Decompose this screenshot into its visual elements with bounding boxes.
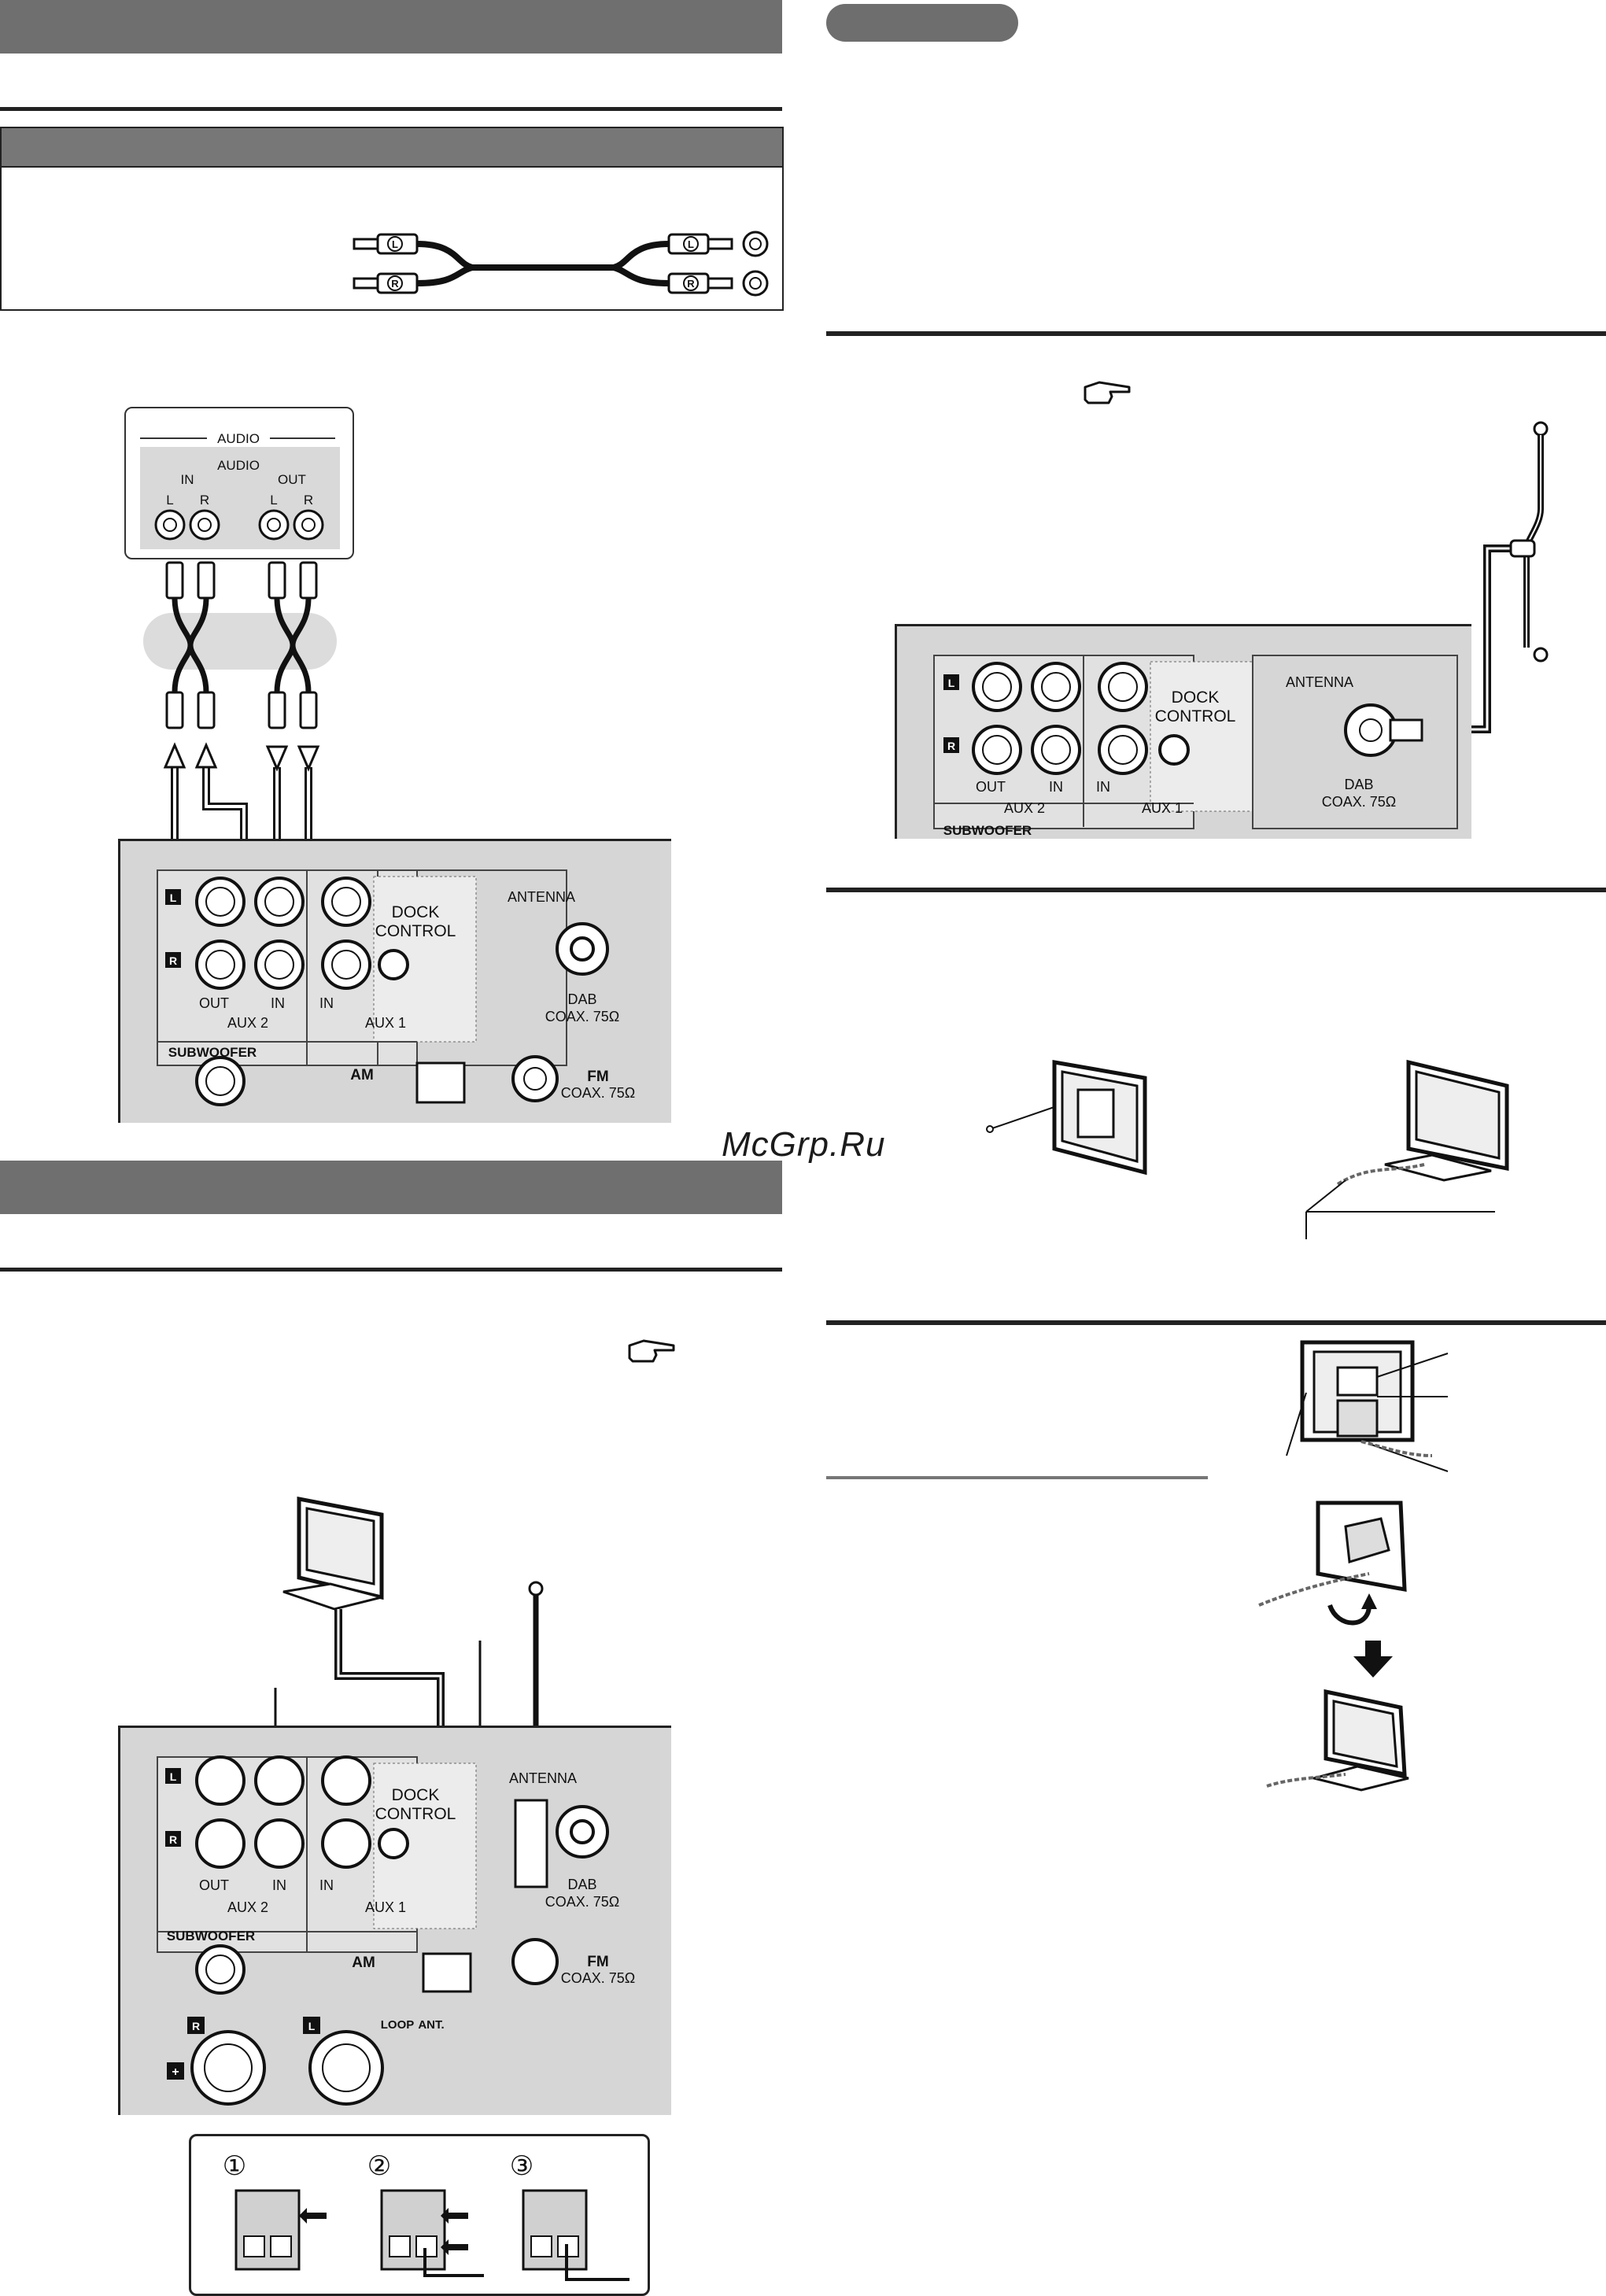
assembly-heading-rule [826, 1476, 1208, 1479]
coax-label: COAX. 75Ω [545, 1894, 620, 1910]
device-jacks [154, 509, 324, 541]
aux1-label: AUX 1 [365, 1015, 406, 1031]
subwoofer-label: SUBWOOFER [168, 1045, 257, 1060]
antenna-label: ANTENNA [508, 889, 575, 905]
am-antenna-assembly [1258, 1340, 1449, 1792]
subwoofer-label: SUBWOOFER [943, 823, 1032, 838]
l-badge: L [170, 1770, 177, 1783]
aux1-label: AUX 1 [365, 1899, 406, 1915]
watermark: McGrp.Ru [722, 1125, 886, 1164]
subwoofer-label: SUBWOOFER [167, 1929, 255, 1943]
l-label: L [166, 493, 173, 508]
r-label: R [304, 493, 313, 508]
am-label: AM [350, 1067, 374, 1083]
section-rule-5 [826, 1320, 1606, 1325]
aux1-label: AUX 1 [1142, 800, 1183, 816]
loop-label: LOOP [381, 2018, 415, 2032]
section-rule-3 [826, 331, 1606, 336]
rear-panel-dab-details: L R OUT IN IN AUX 2 AUX 1 DOCK CONTROL A… [933, 655, 1458, 838]
aux2-label: AUX 2 [227, 1899, 268, 1915]
dab-antenna-wiring [1440, 421, 1549, 733]
audio-sub-title: AUDIO [217, 458, 260, 473]
plug-label: R [687, 278, 695, 290]
rear-panel-antenna-details: L R R L + OUT IN IN AUX 2 AUX 1 DOCK CON… [157, 1755, 636, 2106]
antenna-label: ANTENNA [1286, 674, 1353, 690]
aux2-label: AUX 2 [1004, 800, 1045, 816]
l-badge: L [308, 2020, 316, 2032]
out-label: OUT [199, 995, 229, 1011]
in-label: IN [181, 472, 194, 487]
note-pill [826, 4, 1018, 42]
plug-label: R [391, 278, 399, 290]
section-rule-1 [0, 107, 782, 111]
in-label: IN [319, 1877, 334, 1893]
am-antenna-wall-mount [986, 1060, 1147, 1176]
coax-label: COAX. 75Ω [561, 1085, 636, 1101]
section-header-bar-middle-left [0, 1161, 782, 1214]
am-antenna-stand [1305, 1059, 1509, 1239]
coax-label: COAX. 75Ω [1322, 794, 1397, 810]
plug-left-l: L [353, 233, 419, 255]
l-badge: L [948, 677, 955, 689]
am-label: AM [352, 1955, 375, 1971]
control-label: CONTROL [1155, 707, 1236, 725]
am-loop-antenna [282, 1496, 384, 1611]
in-label: IN [1049, 779, 1063, 795]
dock-label: DOCK [392, 1786, 440, 1804]
pointing-hand-icon [1084, 381, 1131, 404]
cable-table-header [2, 128, 782, 168]
out-label: OUT [976, 779, 1006, 795]
in-label: IN [319, 995, 334, 1011]
step-number: ② [367, 2151, 391, 2181]
r-badge: R [947, 740, 955, 752]
arrow-down-icon [1353, 1641, 1393, 1678]
jack-icons [742, 231, 769, 297]
plug-right-l: L [667, 233, 733, 255]
r-badge: R [169, 954, 177, 967]
plug-right-r: R [667, 272, 733, 294]
out-label: OUT [278, 472, 306, 487]
step-number: ③ [510, 2151, 533, 2181]
r-badge: R [192, 2020, 200, 2032]
am-terminal-steps: ① ② ③ [223, 2151, 629, 2281]
in-label: IN [272, 1877, 286, 1893]
external-device-labels: AUDIO AUDIO IN OUT L R L R [140, 431, 335, 541]
r-badge: R [169, 1833, 177, 1846]
coax-label: COAX. 75Ω [561, 1970, 636, 1986]
step-number: ① [223, 2151, 246, 2181]
cable-table [0, 127, 784, 311]
dab-label: DAB [567, 991, 596, 1007]
r-label: R [200, 493, 209, 508]
curved-arrow-icon [1327, 1604, 1372, 1626]
coax-label: COAX. 75Ω [545, 1009, 620, 1024]
plus-badge: + [172, 2065, 179, 2079]
section-header-bar-top-left [0, 0, 782, 54]
plug-left-r: R [353, 272, 419, 294]
plug-label: L [392, 238, 398, 250]
out-label: OUT [199, 1877, 229, 1893]
antenna-label: ANTENNA [509, 1770, 577, 1786]
section-rule-4 [826, 888, 1606, 892]
in-label: IN [1096, 779, 1110, 795]
l-badge: L [170, 891, 177, 904]
pointing-hand-icon [628, 1339, 675, 1363]
rear-panel-aux-details: L R OUT IN IN AUX 2 AUX 1 DOCK CONTROL A… [157, 869, 636, 1106]
audio-box-title: AUDIO [217, 431, 260, 446]
fm-label: FM [587, 1954, 608, 1970]
control-label: CONTROL [375, 922, 456, 940]
aux2-label: AUX 2 [227, 1015, 268, 1031]
dab-label: DAB [1344, 777, 1373, 792]
dock-label: DOCK [392, 903, 440, 921]
in-label: IN [271, 995, 285, 1011]
fm-label: FM [587, 1069, 608, 1085]
audio-cable-illustration: L R L R [353, 231, 769, 297]
dock-label: DOCK [1172, 688, 1220, 707]
section-rule-2 [0, 1268, 782, 1272]
ant-label: ANT. [418, 2018, 444, 2032]
plug-label: L [688, 238, 694, 250]
l-label: L [270, 493, 277, 508]
dab-label: DAB [567, 1877, 596, 1892]
control-label: CONTROL [375, 1805, 456, 1823]
